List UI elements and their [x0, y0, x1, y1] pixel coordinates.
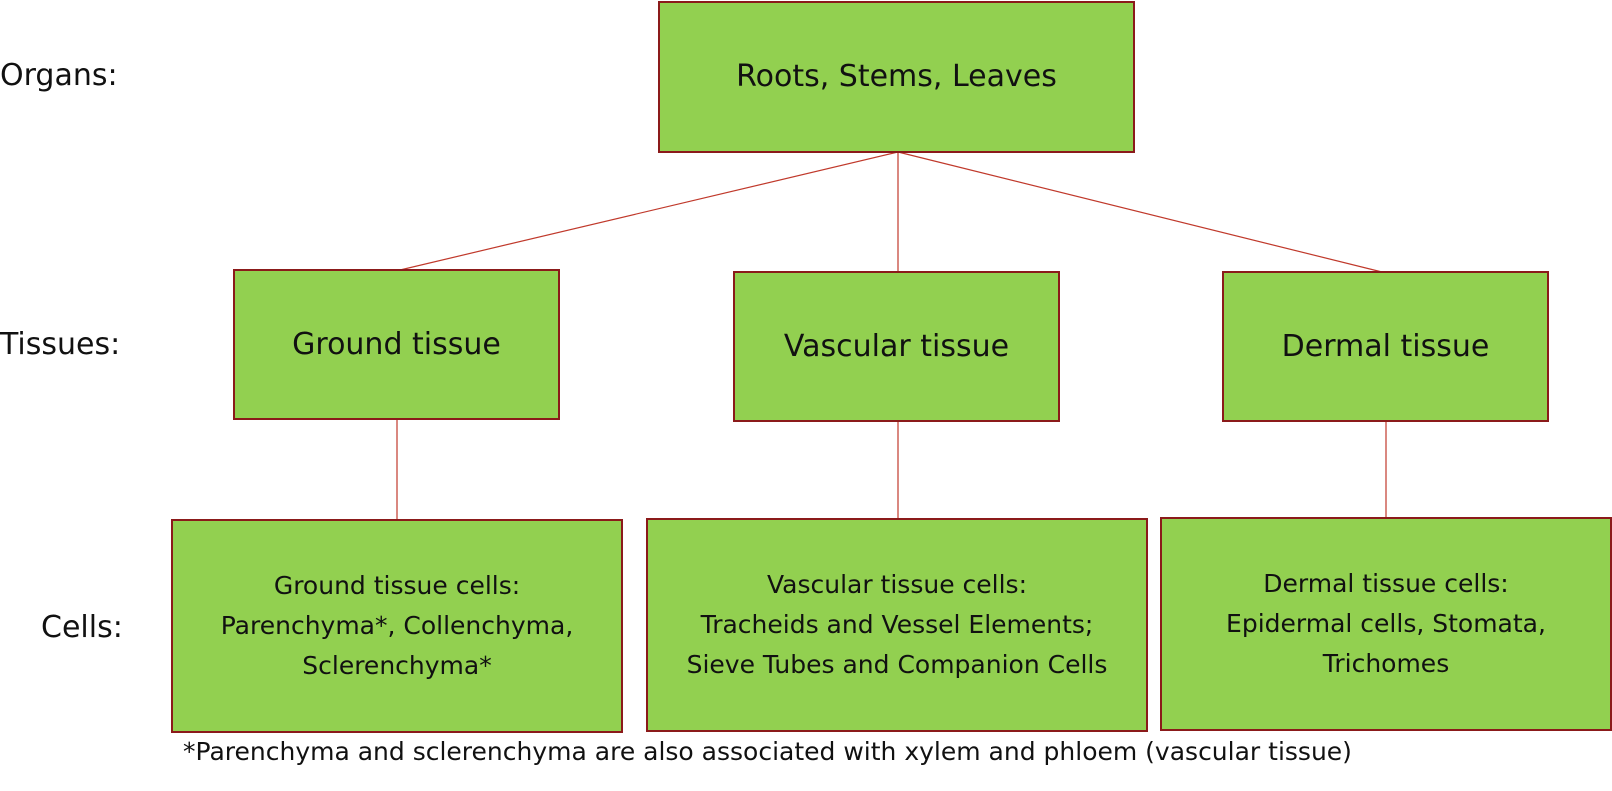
dermal-cells-line: Dermal tissue cells: [1263, 569, 1509, 598]
dermal-cells-line: Trichomes [1322, 649, 1450, 678]
ground-cells-line: Sclerenchyma* [302, 651, 492, 680]
organs-box: Roots, Stems, Leaves [658, 1, 1135, 153]
vascular-cells-line: Tracheids and Vessel Elements; [700, 610, 1094, 639]
connector-organs-to-ground [399, 151, 899, 271]
row-label-cells: Cells: [41, 610, 123, 645]
connector-organs-to-dermal [897, 151, 1383, 273]
vascular-cells-line: Sieve Tubes and Companion Cells [686, 650, 1108, 679]
dermal-tissue-box: Dermal tissue [1222, 271, 1549, 422]
row-label-tissues: Tissues: [0, 327, 121, 362]
dermal-tissue-label: Dermal tissue [1281, 328, 1490, 364]
ground-tissue-box: Ground tissue [233, 269, 560, 420]
vascular-tissue-box: Vascular tissue [733, 271, 1060, 422]
ground-tissue-cells-box: Ground tissue cells: Parenchyma*, Collen… [171, 519, 623, 733]
ground-tissue-label: Ground tissue [292, 326, 501, 362]
dermal-tissue-cells-text: Dermal tissue cells: Epidermal cells, St… [1226, 564, 1546, 684]
ground-tissue-cells-text: Ground tissue cells: Parenchyma*, Collen… [221, 566, 574, 686]
footnote: *Parenchyma and sclerenchyma are also as… [183, 737, 1352, 766]
vascular-tissue-cells-box: Vascular tissue cells: Tracheids and Ves… [646, 518, 1148, 732]
vascular-tissue-cells-text: Vascular tissue cells: Tracheids and Ves… [687, 565, 1108, 685]
vascular-tissue-label: Vascular tissue [783, 328, 1010, 364]
ground-cells-line: Parenchyma*, Collenchyma, [220, 611, 574, 640]
vascular-cells-line: Vascular tissue cells: [766, 570, 1027, 599]
dermal-tissue-cells-box: Dermal tissue cells: Epidermal cells, St… [1160, 517, 1612, 731]
row-label-organs: Organs: [0, 58, 118, 93]
dermal-cells-line: Epidermal cells, Stomata, [1226, 609, 1546, 638]
ground-cells-line: Ground tissue cells: [273, 571, 521, 600]
organs-box-label: Roots, Stems, Leaves [736, 59, 1057, 94]
